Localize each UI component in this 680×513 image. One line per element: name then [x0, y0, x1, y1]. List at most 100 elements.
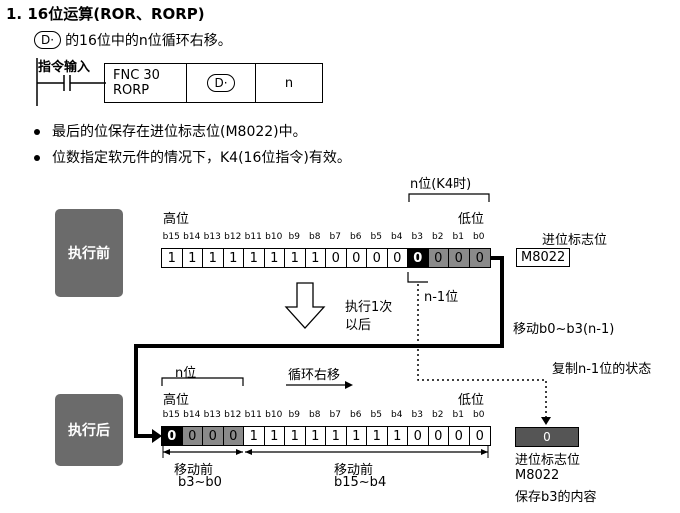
- move-label: 移动b0~b3(n-1): [513, 322, 615, 337]
- bit-cell: 1: [306, 249, 326, 267]
- execute-down-arrow-icon: [284, 282, 326, 329]
- bit-cell: 0: [469, 249, 490, 267]
- carry-flag-device-bottom: M8022: [515, 468, 560, 483]
- bit-cell: 0: [223, 427, 244, 445]
- instruction-n: n: [284, 75, 294, 91]
- bit-cell: 1: [265, 249, 285, 267]
- bit-label: b7: [329, 232, 341, 242]
- bit-label: b0: [473, 410, 485, 420]
- bit-label: b10: [265, 232, 283, 242]
- bit-cell: 1: [162, 249, 183, 267]
- bit-label: b13: [203, 410, 221, 420]
- bit-label: b4: [391, 232, 403, 242]
- copy-arrow-head: [541, 417, 551, 425]
- before-execution-box: 执行前: [55, 209, 123, 297]
- bit-label: b12: [224, 410, 242, 420]
- bit-cell: 0: [449, 249, 470, 267]
- n-minus-1-label: n-1位: [424, 290, 459, 305]
- bit-label: b6: [350, 232, 362, 242]
- bit-cell: 0: [326, 249, 347, 267]
- high-bit-label: 高位: [163, 212, 190, 227]
- bit-label: b14: [183, 232, 201, 242]
- bit-label: b13: [203, 232, 221, 242]
- bit-label: b8: [309, 232, 321, 242]
- bit-label: b7: [329, 410, 341, 420]
- rotate-right-label: 循环右移: [288, 368, 341, 383]
- section-heading: 1. 16位运算(ROR、RORP): [6, 5, 205, 23]
- bullet-dot-icon: [34, 155, 40, 161]
- bit-cell: 0: [182, 427, 203, 445]
- bit-label: b2: [432, 232, 444, 242]
- instruction-block: FNC 30 RORP D· n: [104, 63, 323, 103]
- bullet-item: 位数指定软元件的情况下，K4(16位指令)有效。: [34, 147, 351, 167]
- bit-label: b5: [370, 410, 382, 420]
- moved-before-2-label: 移动前: [334, 463, 374, 478]
- bit-cell: 1: [224, 249, 244, 267]
- operand-d-badge: D·: [34, 31, 62, 49]
- bit-label: b3: [411, 410, 423, 420]
- bit-cell: 0: [408, 249, 429, 267]
- bit-cell: 1: [285, 427, 306, 445]
- moved-before-1-label: 移动前: [174, 463, 214, 478]
- rotate-arrow-head: [345, 381, 353, 389]
- bullet-dot-icon: [34, 129, 40, 135]
- bit-cell: 1: [347, 427, 367, 445]
- bit-label: b8: [309, 410, 321, 420]
- carry-flag-label-top: 进位标志位: [542, 233, 608, 248]
- n-bits-label: n位(K4时): [410, 177, 472, 192]
- bit-cell: 1: [285, 249, 306, 267]
- bit-label: b0: [473, 232, 485, 242]
- ladder-contact-icon: [36, 58, 106, 106]
- low-bit-label: 低位: [458, 212, 485, 227]
- bit-cell: 0: [367, 249, 388, 267]
- description: D· 的16位中的n位循环右移。: [34, 30, 232, 50]
- bullet-item: 最后的位保存在进位标志位(M8022)中。: [34, 121, 307, 141]
- bit-cell: 1: [244, 249, 265, 267]
- n-label: n位: [175, 366, 197, 381]
- bit-label: b4: [391, 410, 403, 420]
- bit-cell: 0: [449, 427, 470, 445]
- bit-label: b2: [432, 410, 444, 420]
- after-exec-label-2: 以后: [345, 318, 372, 333]
- bit-label: b14: [183, 410, 201, 420]
- bit-cell: 0: [203, 427, 224, 445]
- bit-cell: 0: [429, 427, 449, 445]
- bit-label: b12: [224, 232, 242, 242]
- after-exec-label-1: 执行1次: [345, 300, 393, 315]
- bit-label: b15: [162, 232, 180, 242]
- bit-label: b9: [288, 410, 300, 420]
- bit-cell: 0: [428, 249, 449, 267]
- bit-label: b1: [452, 232, 464, 242]
- bit-cell: 0: [347, 249, 367, 267]
- after-execution-box: 执行后: [55, 394, 123, 466]
- carry-flag-note: 保存b3的内容: [515, 490, 597, 505]
- instruction-operand-cell: D·: [187, 64, 256, 102]
- instruction-operand: D·: [207, 74, 235, 92]
- bit-label: b6: [350, 410, 362, 420]
- bit-cell: 1: [244, 427, 265, 445]
- bit-cell: 1: [183, 249, 203, 267]
- bit-label: b10: [265, 410, 283, 420]
- n-minus-1-marker: [407, 272, 428, 283]
- bit-label: b1: [452, 410, 464, 420]
- instruction-name-cell: FNC 30 RORP: [105, 64, 187, 102]
- bit-cell: 1: [203, 249, 224, 267]
- high-bit-label-after: 高位: [163, 393, 190, 408]
- copy-state-label: 复制n-1位的状态: [552, 362, 652, 377]
- bit-cell: 0: [475, 428, 484, 444]
- bit-label: b15: [162, 410, 180, 420]
- bit-cell: 1: [326, 427, 347, 445]
- bit-cell: 1: [367, 427, 388, 445]
- description-text: 的16位中的n位循环右移。: [65, 33, 232, 49]
- low-bit-label-after: 低位: [458, 393, 485, 408]
- bit-cell: 0: [388, 249, 408, 267]
- bit-cell: 0: [162, 427, 183, 445]
- carry-flag-device-top: M8022: [516, 248, 571, 267]
- moved-before-2-range: b15~b4: [334, 475, 387, 490]
- bit-label: b3: [411, 232, 423, 242]
- carry-flag-value: 0: [515, 427, 579, 447]
